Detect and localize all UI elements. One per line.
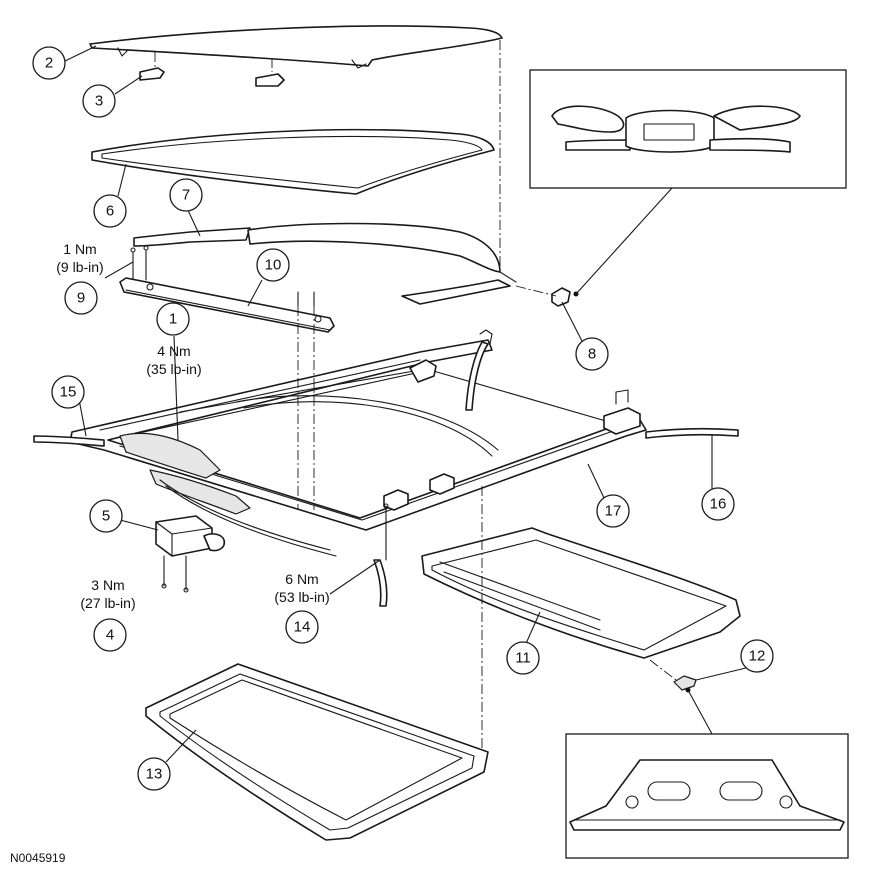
callout-7: 7 bbox=[169, 178, 203, 212]
callout-6: 6 bbox=[93, 194, 127, 228]
svg-text:4 Nm: 4 Nm bbox=[157, 343, 190, 359]
inset-clip-detail-bottom bbox=[565, 733, 849, 859]
callout-10: 10 bbox=[256, 248, 290, 282]
svg-text:(27 lb-in): (27 lb-in) bbox=[80, 595, 135, 611]
svg-text:6: 6 bbox=[106, 203, 114, 220]
svg-text:12: 12 bbox=[749, 648, 766, 665]
callout-15: 15 bbox=[51, 375, 85, 409]
callout-4: 4 bbox=[93, 618, 127, 652]
frame-seal bbox=[145, 663, 489, 841]
svg-text:9: 9 bbox=[77, 290, 85, 307]
torque-spec-1: 4 Nm (35 lb-in) bbox=[146, 343, 201, 377]
callout-13: 13 bbox=[137, 757, 171, 791]
svg-text:3: 3 bbox=[95, 93, 103, 110]
torque-spec-4: 3 Nm (27 lb-in) bbox=[80, 577, 135, 611]
figure-id: N0045919 bbox=[10, 851, 66, 865]
svg-text:7: 7 bbox=[182, 187, 190, 204]
svg-text:5: 5 bbox=[102, 508, 110, 525]
torque-spec-14: 6 Nm (53 lb-in) bbox=[274, 571, 329, 605]
svg-text:11: 11 bbox=[515, 650, 531, 667]
svg-text:(9 lb-in): (9 lb-in) bbox=[56, 259, 103, 275]
alignment-lines bbox=[297, 40, 557, 750]
svg-text:16: 16 bbox=[710, 496, 727, 513]
right-drain-tube bbox=[645, 427, 739, 439]
callout-3: 3 bbox=[82, 84, 116, 118]
callout-12: 12 bbox=[740, 639, 774, 673]
svg-text:13: 13 bbox=[146, 766, 163, 783]
svg-text:10: 10 bbox=[265, 257, 282, 274]
svg-text:2: 2 bbox=[45, 55, 53, 72]
front-drain-tube bbox=[465, 329, 493, 411]
svg-text:(35 lb-in): (35 lb-in) bbox=[146, 361, 201, 377]
torque-spec-9: 1 Nm (9 lb-in) bbox=[56, 241, 103, 275]
svg-text:3 Nm: 3 Nm bbox=[91, 577, 124, 593]
leader-inset-bottom bbox=[687, 689, 713, 735]
sunroof-motor bbox=[155, 515, 226, 593]
front-crossbar bbox=[119, 277, 335, 333]
callout-8: 8 bbox=[575, 337, 609, 371]
leader-inset-top bbox=[575, 187, 673, 295]
callout-2: 2 bbox=[32, 46, 66, 80]
wind-deflector bbox=[133, 222, 517, 305]
svg-text:15: 15 bbox=[60, 384, 77, 401]
callout-5: 5 bbox=[89, 499, 123, 533]
glass-panel bbox=[89, 25, 503, 69]
callout-16: 16 bbox=[701, 487, 735, 521]
svg-text:4: 4 bbox=[106, 627, 114, 644]
inset-clip-detail-top bbox=[529, 69, 847, 189]
svg-text:8: 8 bbox=[588, 346, 596, 363]
svg-text:1: 1 bbox=[169, 311, 177, 328]
callout-17: 17 bbox=[596, 494, 630, 528]
callout-11: 11 bbox=[506, 641, 540, 675]
sunroof-frame bbox=[69, 339, 647, 557]
glass-seal bbox=[91, 128, 495, 195]
sunshade-clip bbox=[649, 659, 697, 691]
svg-text:1 Nm: 1 Nm bbox=[63, 241, 96, 257]
glass-bracket bbox=[139, 52, 285, 87]
callout-1: 1 bbox=[156, 302, 190, 336]
svg-text:14: 14 bbox=[294, 619, 311, 636]
sunshade bbox=[421, 527, 741, 659]
callout-14: 14 bbox=[285, 610, 319, 644]
deflector-screws bbox=[130, 245, 149, 281]
callout-9: 9 bbox=[64, 281, 98, 315]
drain-clip bbox=[551, 287, 579, 307]
svg-text:(53 lb-in): (53 lb-in) bbox=[274, 589, 329, 605]
left-drain-tube bbox=[33, 435, 105, 447]
rear-drain-tube bbox=[373, 503, 389, 607]
svg-text:17: 17 bbox=[605, 503, 622, 520]
svg-text:6 Nm: 6 Nm bbox=[285, 571, 318, 587]
